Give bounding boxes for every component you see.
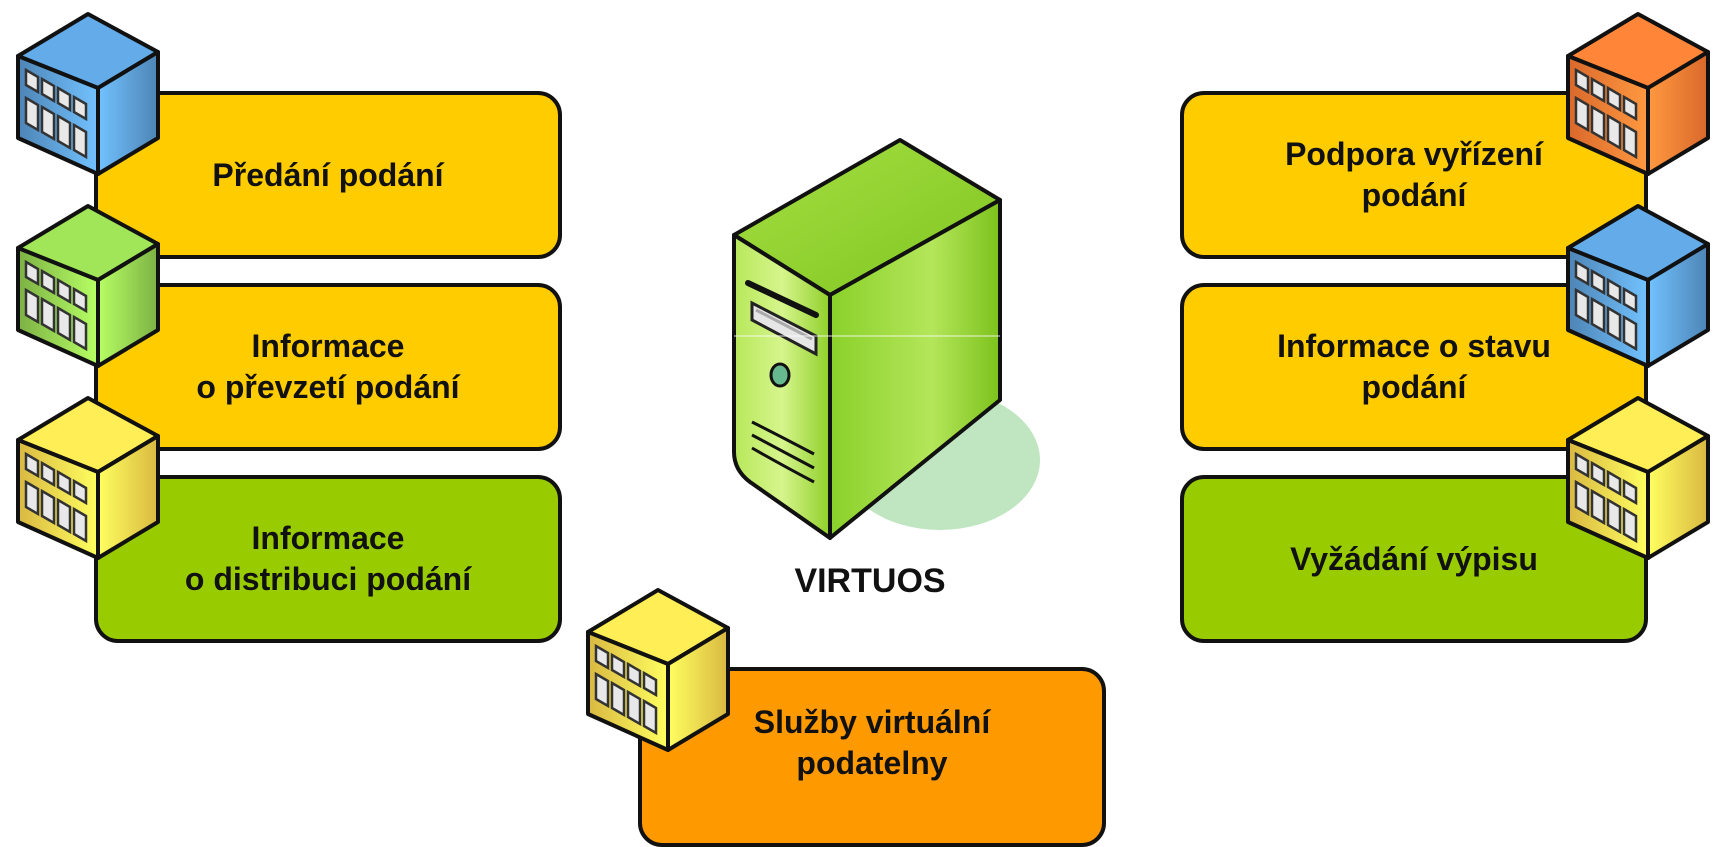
- building-orange-icon: [1566, 12, 1710, 176]
- building-blue-icon: [1566, 204, 1710, 368]
- box-label: Informace o převzetí podání: [196, 328, 460, 405]
- box-label: Informace o stavu podání: [1277, 328, 1551, 405]
- box-informace-o-distribuci: Informace o distribuci podání: [94, 475, 562, 643]
- box-label: Předání podání: [212, 156, 444, 193]
- building-yellow-icon: [16, 396, 160, 560]
- building-blue-icon: [16, 12, 160, 176]
- server-label: VIRTUOS: [794, 562, 946, 600]
- box-label: Vyžádání výpisu: [1290, 540, 1538, 577]
- box-podpora-vyrizeni: Podpora vyřízení podání: [1180, 91, 1648, 259]
- building-yellow-icon: [586, 588, 730, 752]
- building-yellow-icon: [1566, 396, 1710, 560]
- server-icon: [732, 138, 1040, 540]
- box-informace-o-prevzeti: Informace o převzetí podání: [94, 283, 562, 451]
- box-vyzadani-vypisu: Vyžádání výpisu: [1180, 475, 1648, 643]
- box-informace-o-stavu: Informace o stavu podání: [1180, 283, 1648, 451]
- box-predani-podani: Předání podání: [94, 91, 562, 259]
- box-label: Informace o distribuci podání: [184, 520, 472, 597]
- box-label: Služby virtuální podatelny: [753, 704, 991, 781]
- box-label: Podpora vyřízení podání: [1285, 136, 1543, 213]
- building-green-icon: [16, 204, 160, 368]
